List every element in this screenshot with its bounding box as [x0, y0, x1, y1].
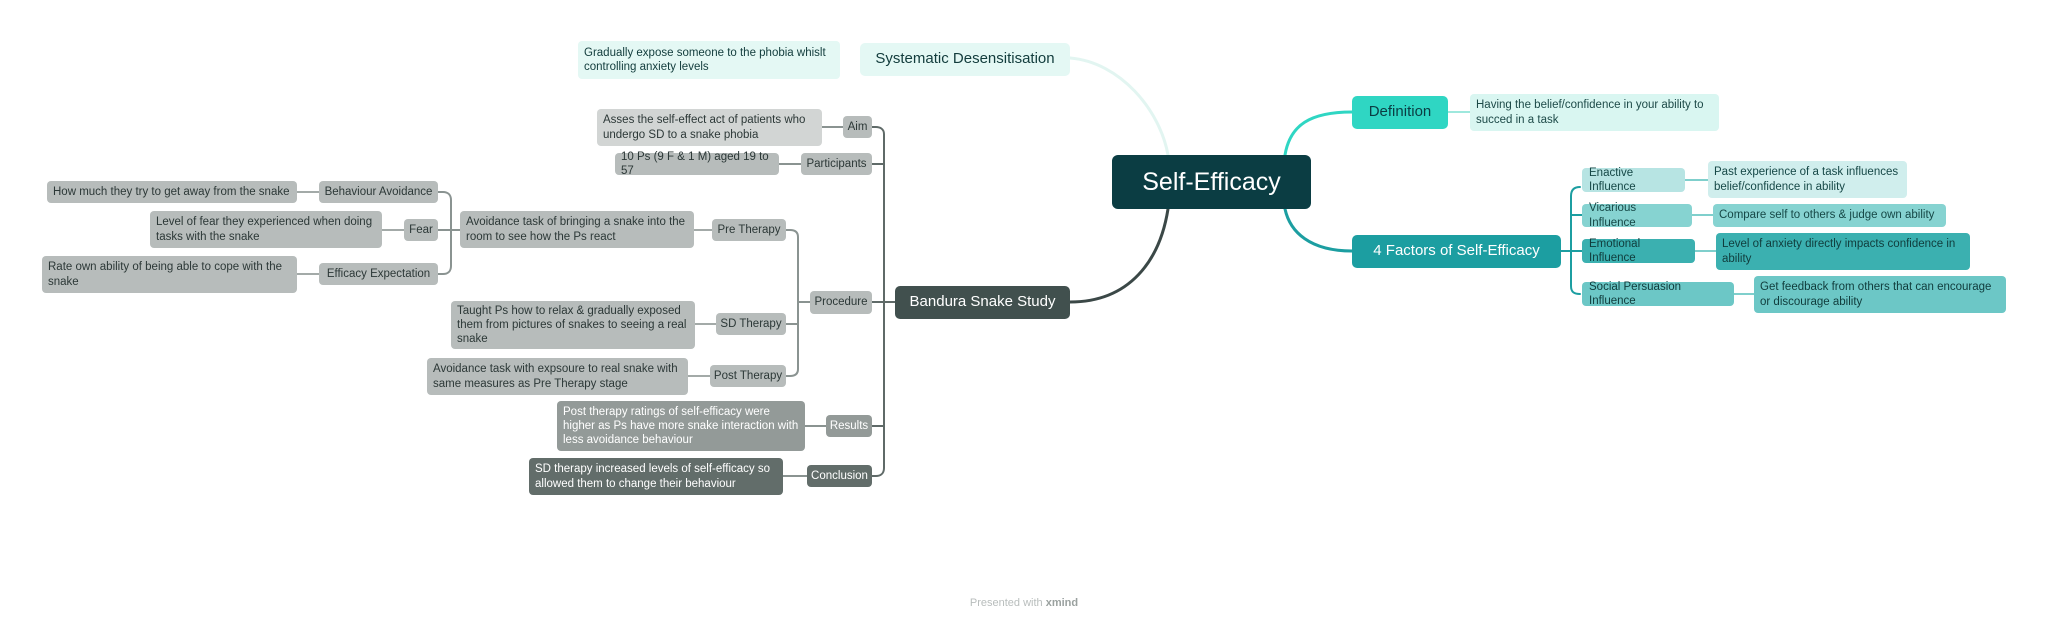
results-topic[interactable]: Results	[826, 415, 872, 437]
procedure-label: Procedure	[814, 296, 868, 309]
link-root-factors	[1283, 207, 1354, 253]
definition-topic[interactable]: Definition	[1352, 96, 1448, 129]
emotional-influence-description[interactable]: Level of anxiety directly impacts confid…	[1716, 233, 1970, 270]
systematic-desensitisation-description[interactable]: Gradually expose someone to the phobia w…	[578, 41, 840, 79]
efficacy-expectation-topic[interactable]: Efficacy Expectation	[319, 263, 438, 285]
post-therapy-text: Avoidance task with expsoure to real sna…	[433, 363, 678, 390]
conclusion-text: SD therapy increased levels of self-effi…	[535, 463, 771, 490]
link-root-systematic	[1068, 56, 1170, 157]
participants-description[interactable]: 10 Ps (9 F & 1 M) aged 19 to 57	[615, 150, 779, 177]
conclusion-description[interactable]: SD therapy increased levels of self-effi…	[529, 458, 783, 495]
social-persuasion-influence-text: Get feedback from others that can encour…	[1760, 281, 1992, 308]
vicarious-influence-label: Vicarious Influence	[1589, 202, 1637, 229]
link-root-definition	[1283, 110, 1354, 157]
fear-text: Level of fear they experienced when doin…	[156, 216, 373, 243]
enactive-influence-description[interactable]: Past experience of a task influences bel…	[1708, 161, 1907, 198]
pre-therapy-topic[interactable]: Pre Therapy	[712, 219, 786, 241]
emotional-influence-text: Level of anxiety directly impacts confid…	[1722, 238, 1956, 265]
pre-therapy-text: Avoidance task of bringing a snake into …	[466, 216, 686, 243]
link-bandura-bus	[871, 126, 896, 477]
vicarious-influence-topic[interactable]: Vicarious Influence	[1582, 202, 1692, 229]
aim-text: Asses the self-effect act of patients wh…	[603, 114, 806, 141]
post-therapy-label: Post Therapy	[713, 369, 783, 382]
participants-label: Participants	[806, 157, 867, 170]
results-description[interactable]: Post therapy ratings of self-efficacy we…	[557, 401, 805, 451]
behaviour-avoidance-description[interactable]: How much they try to get away from the s…	[47, 181, 297, 203]
link-pre-bus	[437, 191, 461, 275]
conclusion-topic[interactable]: Conclusion	[807, 465, 872, 487]
results-label: Results	[829, 419, 869, 432]
participants-topic[interactable]: Participants	[801, 153, 872, 175]
sd-therapy-topic[interactable]: SD Therapy	[716, 313, 786, 335]
aim-label: Aim	[847, 120, 868, 133]
bandura-snake-study-topic[interactable]: Bandura Snake Study	[895, 286, 1070, 319]
systematic-desensitisation-topic[interactable]: Systematic Desensitisation	[860, 43, 1070, 76]
footer-attribution: Presented with xmind	[0, 597, 2048, 609]
fear-label: Fear	[409, 223, 433, 236]
social-persuasion-influence-topic[interactable]: Social Persuasion Influence	[1582, 280, 1734, 307]
definition-label: Definition	[1368, 103, 1432, 121]
enactive-influence-text: Past experience of a task influences bel…	[1714, 166, 1899, 193]
procedure-topic[interactable]: Procedure	[810, 291, 872, 314]
aim-description[interactable]: Asses the self-effect act of patients wh…	[597, 109, 822, 146]
enactive-influence-label: Enactive Influence	[1589, 166, 1636, 193]
sd-therapy-label: SD Therapy	[720, 317, 782, 330]
definition-text: Having the belief/confidence in your abi…	[1476, 99, 1704, 126]
efficacy-expectation-description[interactable]: Rate own ability of being able to cope w…	[42, 256, 297, 293]
results-text: Post therapy ratings of self-efficacy we…	[563, 405, 799, 446]
aim-topic[interactable]: Aim	[843, 116, 872, 138]
link-root-bandura	[1068, 207, 1170, 304]
enactive-influence-topic[interactable]: Enactive Influence	[1582, 166, 1685, 193]
conclusion-label: Conclusion	[811, 469, 868, 482]
emotional-influence-topic[interactable]: Emotional Influence	[1582, 237, 1695, 264]
definition-description[interactable]: Having the belief/confidence in your abi…	[1470, 94, 1719, 131]
factors-topic[interactable]: 4 Factors of Self-Efficacy	[1352, 235, 1561, 268]
behaviour-avoidance-topic[interactable]: Behaviour Avoidance	[319, 181, 438, 203]
factors-label: 4 Factors of Self-Efficacy	[1373, 242, 1540, 260]
vicarious-influence-description[interactable]: Compare self to others & judge own abili…	[1713, 204, 1946, 227]
footer-prefix: Presented with	[969, 597, 1043, 609]
participants-text: 10 Ps (9 F & 1 M) aged 19 to 57	[621, 150, 769, 177]
link-procedure-bus	[785, 229, 811, 377]
social-persuasion-influence-label: Social Persuasion Influence	[1589, 280, 1682, 307]
behaviour-avoidance-text: How much they try to get away from the s…	[53, 185, 290, 198]
link-factor-descs	[1684, 179, 1755, 295]
fear-description[interactable]: Level of fear they experienced when doin…	[150, 211, 382, 248]
root-label: Self-Efficacy	[1142, 167, 1281, 196]
pre-therapy-label: Pre Therapy	[717, 223, 781, 236]
root-topic[interactable]: Self-Efficacy	[1112, 155, 1311, 209]
bandura-snake-study-label: Bandura Snake Study	[909, 293, 1056, 311]
efficacy-expectation-label: Efficacy Expectation	[326, 267, 431, 280]
pre-therapy-description[interactable]: Avoidance task of bringing a snake into …	[460, 211, 694, 248]
efficacy-expectation-text: Rate own ability of being able to cope w…	[48, 261, 282, 288]
link-factors-bus	[1560, 186, 1581, 295]
link-bandura-leaves	[778, 126, 844, 477]
emotional-influence-label: Emotional Influence	[1589, 237, 1641, 264]
fear-topic[interactable]: Fear	[404, 219, 438, 241]
link-measure-leaves	[296, 191, 405, 275]
sd-therapy-text: Taught Ps how to relax & gradually expos…	[457, 304, 687, 346]
social-persuasion-influence-description[interactable]: Get feedback from others that can encour…	[1754, 276, 2006, 313]
post-therapy-topic[interactable]: Post Therapy	[710, 365, 786, 387]
systematic-desensitisation-label: Systematic Desensitisation	[875, 50, 1055, 68]
vicarious-influence-text: Compare self to others & judge own abili…	[1719, 209, 1935, 222]
systematic-desensitisation-text: Gradually expose someone to the phobia w…	[584, 46, 826, 73]
link-procedure-leaves	[687, 229, 717, 377]
xmind-brand[interactable]: xmind	[1045, 597, 1079, 609]
sd-therapy-description[interactable]: Taught Ps how to relax & gradually expos…	[451, 301, 695, 349]
post-therapy-description[interactable]: Avoidance task with expsoure to real sna…	[427, 358, 688, 395]
behaviour-avoidance-label: Behaviour Avoidance	[324, 185, 433, 198]
